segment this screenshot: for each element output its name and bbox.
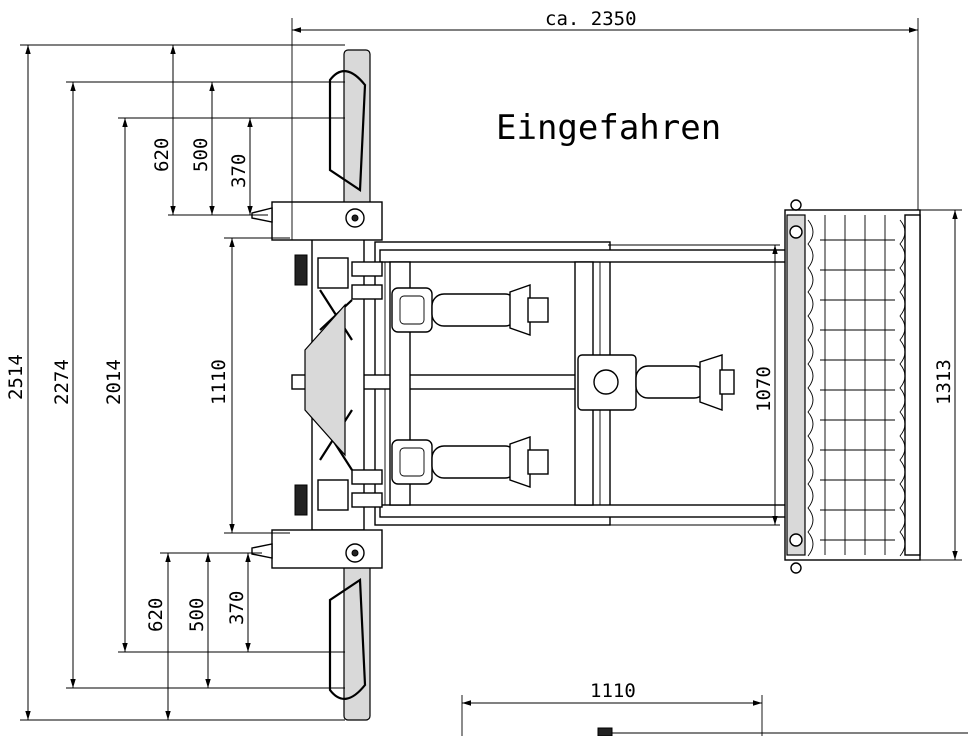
dim-label-bottom-370: 370	[226, 591, 248, 625]
dim-label-bottom-500: 500	[186, 598, 208, 632]
drawing-title: Eingefahren	[496, 108, 721, 148]
dim-label-2274: 2274	[51, 359, 73, 405]
dim-label-1110-horizontal: 1110	[590, 680, 636, 702]
machine-drawing	[251, 49, 968, 736]
dim-label-overall-length: 2514	[5, 354, 27, 400]
dim-label-overall-width: ca. 2350	[545, 8, 637, 30]
hitch-tip-bottom	[251, 543, 273, 559]
hitch-pin-top-center	[351, 214, 359, 222]
wing-arm-bottom-detail	[328, 578, 367, 700]
wing-arm-top-detail	[328, 70, 367, 192]
hitch-pin-bottom-center	[351, 549, 359, 557]
dim-label-top-370: 370	[228, 154, 250, 188]
hydraulic-cylinder-center	[577, 354, 735, 411]
cross-beam-bottom	[379, 504, 801, 518]
dim-label-1070: 1070	[753, 366, 775, 412]
hitch-bracket-top	[271, 201, 383, 241]
roller-unit	[784, 199, 921, 574]
headstock-triangle	[304, 303, 346, 457]
dim-label-2014: 2014	[103, 359, 125, 405]
dim-label-1313: 1313	[933, 359, 955, 405]
headstock-bolts	[294, 254, 383, 516]
dim-label-top-500: 500	[190, 138, 212, 172]
dimension-lines: ca. 2350 2514 2274 2014 1110 620 500 370…	[5, 8, 962, 736]
hydraulic-cylinder-bottom	[391, 436, 549, 488]
dim-label-1110-vertical: 1110	[208, 359, 230, 405]
cross-beam-top	[379, 249, 801, 263]
hydraulic-cylinder-top	[391, 284, 549, 336]
dim-label-bottom-620: 620	[145, 598, 167, 632]
lower-assembly-fragment	[597, 727, 968, 736]
dim-label-top-620: 620	[151, 138, 173, 172]
hitch-bracket-bottom	[271, 529, 383, 569]
